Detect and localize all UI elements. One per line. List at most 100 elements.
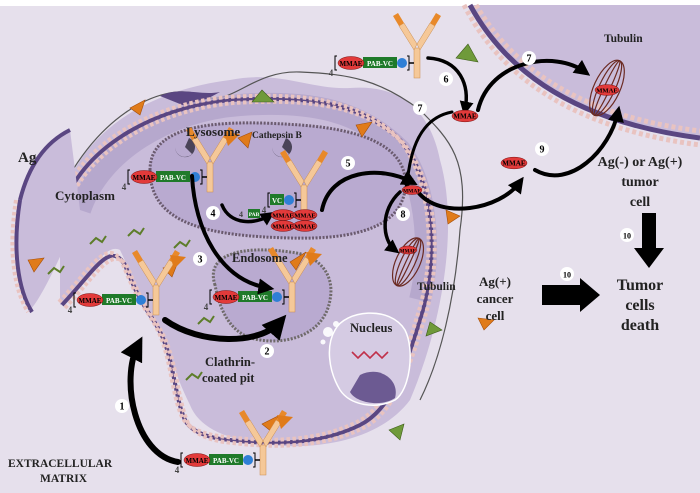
antigen-orange-icons xyxy=(27,99,495,433)
block-arrows xyxy=(542,213,664,312)
label-agpos-1: Ag(+) xyxy=(479,274,511,289)
bound-antigen-icon xyxy=(170,255,186,269)
spacer-icon xyxy=(397,58,407,68)
mmae-label: MMAE xyxy=(272,213,294,220)
arrow-step-8 xyxy=(383,190,402,254)
mmae-label: MMAE xyxy=(340,60,363,68)
step-badge-1: 1 xyxy=(115,399,129,413)
step-number: 9 xyxy=(540,145,545,156)
step-badge-8: 8 xyxy=(396,207,410,221)
step-number: 5 xyxy=(346,159,351,170)
step-badge-6: 6 xyxy=(439,72,453,86)
arrow-step-9b xyxy=(533,105,624,178)
pab-count: 4 xyxy=(239,210,243,219)
step-badge-3: 3 xyxy=(193,252,207,266)
mmae-payload xyxy=(130,170,158,184)
mmae-payload xyxy=(337,56,365,70)
step-number: 1 xyxy=(120,402,125,413)
label-ag: Ag xyxy=(18,150,37,166)
step-badge-9: 9 xyxy=(535,142,549,156)
vc-linker xyxy=(270,194,284,205)
conjugate-count: 4 xyxy=(175,465,180,475)
arrow-step-5 xyxy=(320,170,418,212)
mmae-label: MMAE xyxy=(400,250,417,255)
cathepsin-b-icons xyxy=(174,138,292,158)
mmae-payload xyxy=(183,453,211,467)
mmae-label: MMAE xyxy=(294,224,316,231)
step-badge-10: 10 xyxy=(620,228,634,242)
mmae-cytosolic: MMAE xyxy=(401,185,423,195)
step-badge-10: 10 xyxy=(560,267,574,281)
spacer-icon xyxy=(243,455,253,465)
label-death-1: Tumor xyxy=(617,277,664,294)
label-endosome: Endosome xyxy=(232,251,288,265)
step-number: 7 xyxy=(527,54,532,65)
label-ecm-2: MATRIX xyxy=(40,473,88,485)
pab-vc-label: PAB-VC xyxy=(106,297,132,305)
bound-antigen-icon xyxy=(306,252,322,266)
step-badge-7: 7 xyxy=(413,101,427,115)
arrow-step-9a xyxy=(416,176,524,211)
step-number: 2 xyxy=(265,347,270,358)
step-number: 7 xyxy=(418,104,423,115)
arrow-step-7a xyxy=(476,59,591,112)
pab-vc-label: PAB-VC xyxy=(367,60,393,68)
bound-antigen-icon xyxy=(224,132,240,146)
mmae-label: MMAE xyxy=(186,457,209,465)
mmae-label: MMAE xyxy=(502,160,526,168)
mmae-released-4: MMAE xyxy=(292,220,318,232)
label-clathrin-1: Clathrin- xyxy=(205,355,255,369)
tubulin-spindle-intracellular xyxy=(391,237,425,287)
mmae-payload xyxy=(212,290,240,304)
arrow-step-2 xyxy=(162,314,287,342)
arrow-to-death-vertical xyxy=(634,213,664,268)
arrow-to-death-horizontal xyxy=(542,278,600,312)
antibody-icon xyxy=(280,150,328,216)
arrow-step-6 xyxy=(426,56,474,116)
text-labels: Ag Cytoplasm Lysosome Cathepsin B Endoso… xyxy=(8,33,683,485)
mmae-released-1: MMAE xyxy=(270,209,296,221)
label-lysosome: Lysosome xyxy=(186,124,240,139)
mmae-bound-tubulin-neighbor: MMAE xyxy=(594,84,620,96)
label-cytoplasm: Cytoplasm xyxy=(55,188,115,203)
conjugate-count: 4 xyxy=(204,302,209,312)
label-agany-1: Ag(-) or Ag(+) xyxy=(598,155,683,170)
step-number: 8 xyxy=(401,210,406,221)
step-badge-5: 5 xyxy=(341,156,355,170)
step-number: 10 xyxy=(563,271,571,280)
nucleus xyxy=(320,312,411,406)
mmae-label: MMAE xyxy=(294,213,316,220)
mmae-bystander: MMAE xyxy=(500,156,528,170)
clathrin-icons xyxy=(47,227,215,381)
arrow-step-7b xyxy=(401,110,454,190)
spacer-icon xyxy=(272,292,282,302)
mmae-label: MMAE xyxy=(215,294,238,302)
step-number: 10 xyxy=(623,232,631,241)
mmae-released-3: MMAE xyxy=(270,220,296,232)
vc-label: VC xyxy=(272,197,282,205)
pab-vc-label: PAB-VC xyxy=(160,174,186,182)
mmae-label: MMAE xyxy=(596,88,618,95)
label-cathepsin-b: Cathepsin B xyxy=(252,131,303,141)
label-tubulin-neighbor: Tubulin xyxy=(604,33,643,45)
step-number: 4 xyxy=(211,209,216,220)
label-agany-2: tumor xyxy=(621,175,658,190)
step-badge-4: 4 xyxy=(206,206,220,220)
conjugate-count: 4 xyxy=(262,205,267,215)
mmae-label: MMAE xyxy=(79,297,102,305)
label-agpos-2: cancer xyxy=(477,291,514,306)
pab-vc-linker xyxy=(102,294,136,305)
pab-vc-label: PAB-VC xyxy=(242,294,268,302)
adc-cleaved-lysosome: VC 4 xyxy=(262,150,328,216)
mmae-label: MMAE xyxy=(403,189,421,195)
label-tubulin-intracellular: Tubulin xyxy=(417,281,456,293)
antibody-icon xyxy=(393,13,441,79)
label-agany-3: cell xyxy=(630,195,650,210)
spacer-icon xyxy=(136,295,146,305)
arrow-step-4 xyxy=(220,203,275,226)
pab-vc-linker xyxy=(209,454,243,465)
